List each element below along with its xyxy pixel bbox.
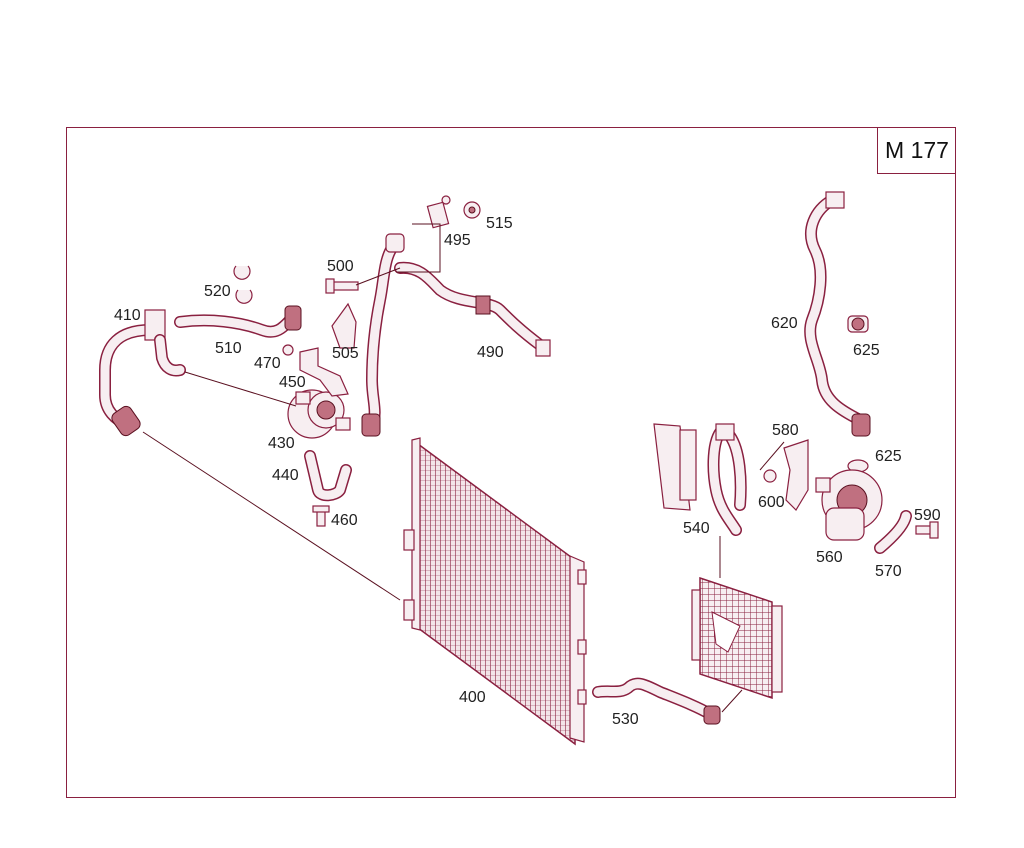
aux-radiator — [691, 576, 783, 700]
ring-625-top — [847, 315, 869, 333]
elbow-connector — [154, 334, 186, 377]
hose-410 — [99, 309, 166, 437]
callout-510: 510 — [215, 340, 242, 357]
callout-400: 400 — [459, 689, 486, 706]
callout-600: 600 — [758, 494, 785, 511]
clip-520 — [233, 265, 253, 304]
diagram-frame — [66, 127, 956, 798]
bracket-450 — [299, 347, 349, 397]
hose-620 — [804, 191, 871, 437]
screw-600 — [763, 469, 777, 483]
pump-430 — [287, 389, 351, 439]
callout-430: 430 — [268, 435, 295, 452]
leader-580 — [759, 441, 785, 471]
callout-580: 580 — [772, 422, 799, 439]
hose-530 — [592, 677, 743, 725]
hose-510 — [174, 305, 302, 338]
bolt-460 — [312, 505, 330, 527]
callout-460: 460 — [331, 512, 358, 529]
callout-490: 490 — [477, 344, 504, 361]
callout-515: 515 — [486, 215, 513, 232]
radiator-400 — [403, 437, 587, 746]
callout-570: 570 — [875, 563, 902, 580]
callout-505: 505 — [332, 345, 359, 362]
callout-470: 470 — [254, 355, 281, 372]
callout-625-bottom: 625 — [875, 448, 902, 465]
callout-540: 540 — [683, 520, 710, 537]
leader-elbow-430 — [184, 371, 297, 407]
callout-590: 590 — [914, 507, 941, 524]
callout-625-top: 625 — [853, 342, 880, 359]
callout-440: 440 — [272, 467, 299, 484]
leader-495 — [396, 223, 441, 273]
leader-500 — [355, 267, 401, 286]
hose-540 — [707, 423, 747, 536]
leader-410-400 — [142, 431, 401, 601]
callout-450: 450 — [279, 374, 306, 391]
model-label: M 177 — [877, 127, 956, 174]
bolt-590 — [915, 521, 939, 539]
hose-490 — [361, 233, 551, 437]
pump-560 — [815, 469, 883, 541]
callout-500: 500 — [327, 258, 354, 275]
callout-495: 495 — [444, 232, 471, 249]
callout-560: 560 — [816, 549, 843, 566]
callout-410: 410 — [114, 307, 141, 324]
nut-470 — [282, 344, 294, 356]
bracket-580 — [783, 439, 809, 511]
callout-520: 520 — [204, 283, 231, 300]
washer-515 — [463, 201, 481, 219]
clamp-440 — [304, 450, 352, 502]
bracket-505 — [331, 302, 357, 349]
bolt-500 — [325, 278, 359, 294]
callout-620: 620 — [771, 315, 798, 332]
callout-530: 530 — [612, 711, 639, 728]
bracket-495 — [426, 195, 451, 229]
cooler-540 — [653, 423, 697, 511]
